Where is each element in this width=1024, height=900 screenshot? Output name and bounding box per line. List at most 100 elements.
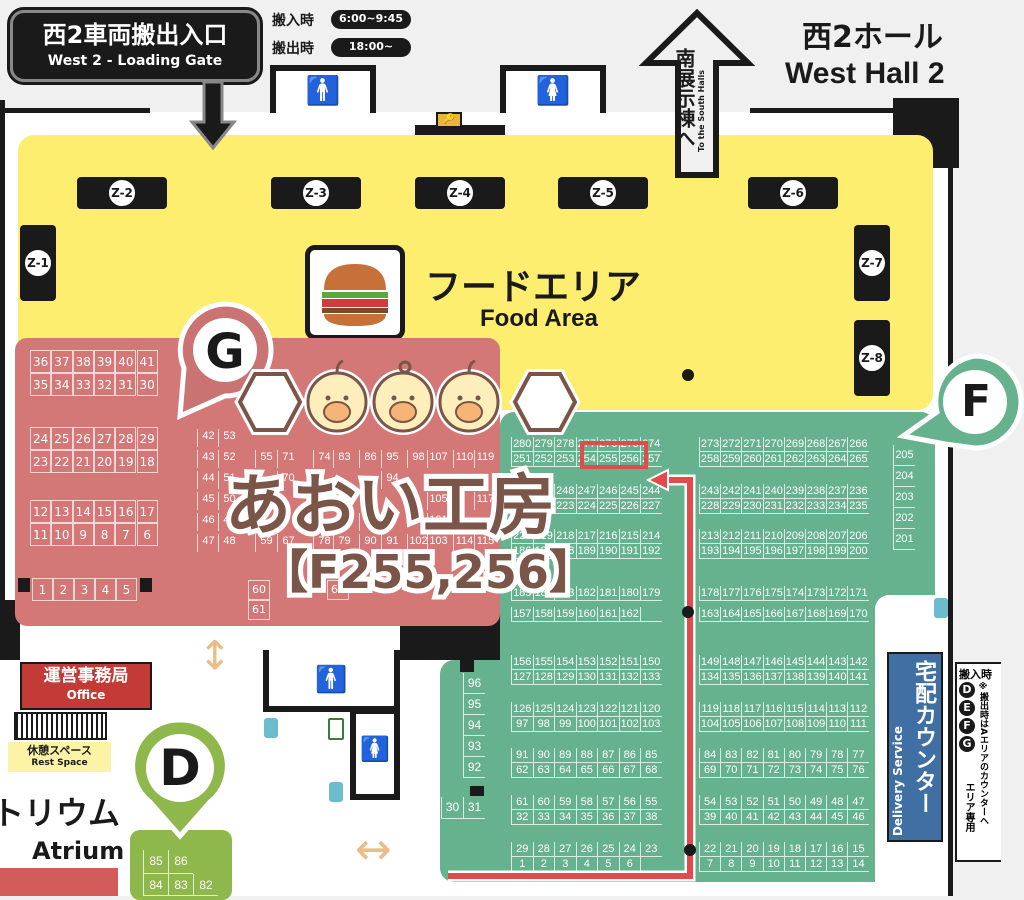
booth-f[interactable]: 251	[511, 452, 533, 467]
booth-g[interactable]: 8	[93, 523, 116, 546]
booth-g[interactable]: 59	[255, 534, 277, 552]
booth-f[interactable]: 156	[511, 655, 533, 670]
booth-f[interactable]: 105	[720, 717, 742, 732]
booth-g[interactable]: 51	[218, 471, 240, 489]
booth-f[interactable]: 203	[893, 487, 915, 508]
booth-g[interactable]: 94	[381, 471, 403, 489]
booth-f[interactable]: 49	[805, 795, 827, 810]
booth-f[interactable]: 167	[783, 607, 805, 622]
booth-g[interactable]: 29	[136, 427, 158, 450]
booth-f[interactable]: 26	[575, 842, 597, 857]
booth-g[interactable]: 95	[381, 450, 403, 468]
booth-f[interactable]: 258	[699, 452, 721, 467]
booth-f[interactable]: 133	[640, 670, 662, 685]
booth-f[interactable]: 135	[720, 670, 742, 685]
booth-f[interactable]: 205	[893, 445, 915, 466]
booth-f[interactable]: 146	[762, 655, 784, 670]
booth-g[interactable]: 98	[407, 450, 429, 468]
booth-f[interactable]: 159	[554, 607, 576, 622]
booth-f[interactable]: 88	[575, 748, 597, 763]
booth-g[interactable]: 31	[115, 373, 137, 396]
booth-f[interactable]: 230	[741, 499, 763, 514]
booth-f[interactable]: 68	[640, 763, 662, 778]
booth-f[interactable]: 131	[597, 670, 619, 685]
booth-f[interactable]: 138	[783, 670, 805, 685]
booth-f[interactable]: 110	[826, 717, 848, 732]
booth-g[interactable]: 40	[115, 350, 137, 373]
booth-f[interactable]: 264	[826, 452, 848, 467]
booth-f[interactable]: 38	[640, 810, 662, 825]
booth-f[interactable]: 242	[720, 484, 742, 499]
booth-g[interactable]: 9	[72, 523, 94, 546]
booth-f[interactable]: 16	[826, 842, 848, 857]
booth-f[interactable]: 168	[805, 607, 827, 622]
booth-f[interactable]: 213	[699, 529, 721, 544]
booth-g[interactable]: 74	[313, 450, 335, 468]
booth-f[interactable]: 95	[463, 694, 485, 715]
booth-f[interactable]: 71	[741, 763, 763, 778]
booth-f[interactable]: 234	[826, 499, 848, 514]
booth-f[interactable]: 104	[699, 717, 721, 732]
booth-f[interactable]: 169	[826, 607, 848, 622]
booth-f[interactable]: 36	[597, 810, 619, 825]
booth-f[interactable]: 206	[847, 529, 869, 544]
booth-f[interactable]: 87	[597, 748, 619, 763]
booth-g[interactable]: 67	[277, 534, 299, 552]
booth-f[interactable]: 62	[511, 763, 533, 778]
booth-f[interactable]: 100	[575, 717, 597, 732]
booth-f[interactable]: 174	[783, 586, 805, 601]
booth-f[interactable]: 212	[720, 529, 742, 544]
booth-f[interactable]: 209	[783, 529, 805, 544]
booth-f[interactable]: 280	[511, 437, 533, 452]
booth-f[interactable]: 82	[741, 748, 763, 763]
booth-d[interactable]: 85	[143, 850, 168, 874]
booth-f[interactable]: 23	[640, 842, 662, 857]
booth-g[interactable]: 102	[407, 534, 429, 552]
booth-f[interactable]: 74	[805, 763, 827, 778]
booth-f[interactable]: 69	[699, 763, 721, 778]
booth-f[interactable]	[640, 607, 662, 622]
booth-f[interactable]: 140	[826, 670, 848, 685]
booth-f[interactable]: 27	[554, 842, 576, 857]
booth-f[interactable]: 185	[511, 586, 533, 601]
booth-f[interactable]: 199	[826, 544, 848, 559]
booth-f[interactable]: 28	[532, 842, 554, 857]
booth-g[interactable]: 18	[136, 450, 158, 473]
booth-f[interactable]: 17	[805, 842, 827, 857]
booth-f[interactable]: 118	[720, 702, 742, 717]
booth-g[interactable]: 78	[313, 534, 335, 552]
booth-g[interactable]: 3	[74, 578, 95, 601]
booth-g[interactable]: 35	[30, 373, 52, 396]
booth-g[interactable]: 6	[136, 523, 158, 546]
booth-g[interactable]: 17	[136, 500, 158, 523]
booth-f[interactable]: 271	[741, 437, 763, 452]
booth-f[interactable]: 278	[554, 437, 576, 452]
booth-f[interactable]: 262	[783, 452, 805, 467]
booth-g[interactable]: 36	[30, 350, 52, 373]
booth-f[interactable]: 250	[511, 484, 533, 499]
booth-f[interactable]: 44	[805, 810, 827, 825]
booth-g[interactable]: 30	[136, 373, 158, 396]
booth-f[interactable]: 103	[640, 717, 662, 732]
booth-g[interactable]: 24	[30, 427, 52, 450]
booth-f[interactable]: 154	[554, 655, 576, 670]
booth-f[interactable]: 170	[847, 607, 869, 622]
booth-g[interactable]: 44	[197, 471, 219, 489]
booth-g[interactable]: 117	[474, 492, 496, 510]
booth-f[interactable]: 223	[554, 499, 576, 514]
booth-f[interactable]: 55	[640, 795, 662, 810]
booth-g[interactable]: 53	[218, 429, 240, 447]
booth-f[interactable]: 76	[847, 763, 869, 778]
booth-f[interactable]: 279	[532, 437, 554, 452]
booth-f[interactable]: 151	[618, 655, 640, 670]
booth-d[interactable]: 82	[193, 874, 218, 896]
booth-g[interactable]: 23	[30, 450, 52, 473]
booth-f[interactable]: 139	[805, 670, 827, 685]
booth-f[interactable]: 132	[618, 670, 640, 685]
booth-f[interactable]: 145	[783, 655, 805, 670]
booth-d[interactable]: 84	[143, 874, 168, 896]
booth-f[interactable]: 18	[783, 842, 805, 857]
booth-f[interactable]: 180	[618, 586, 640, 601]
booth-f[interactable]: 90	[532, 748, 554, 763]
booth-f[interactable]: 263	[805, 452, 827, 467]
